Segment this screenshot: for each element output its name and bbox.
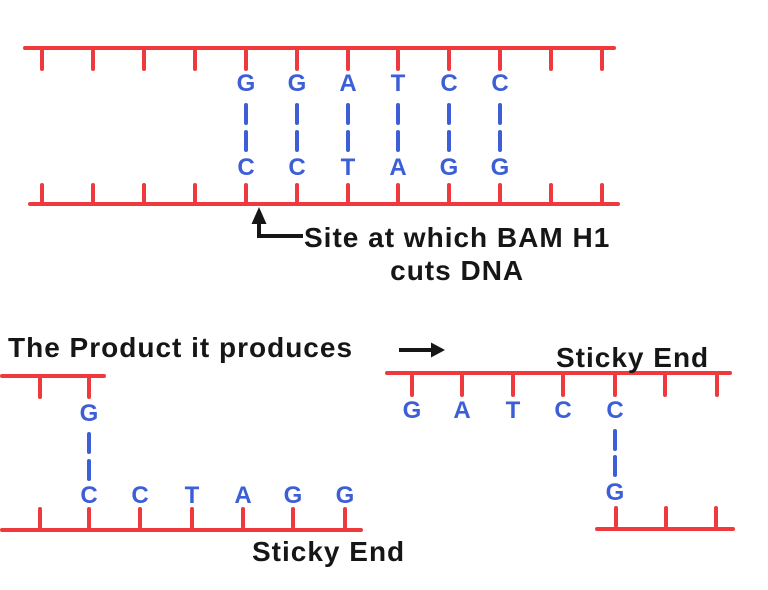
left-product-bottom-backbone-tick xyxy=(38,507,42,529)
base-letter: C xyxy=(440,70,458,97)
sticky-end-label-right: Sticky End xyxy=(556,342,710,373)
top-duplex-bottom-backbone-tick xyxy=(498,183,502,203)
hydrogen-bond-dash xyxy=(244,103,248,125)
base-letter: G xyxy=(79,400,99,427)
top-duplex-top-backbone-tick xyxy=(447,49,451,71)
right-product-bottom-backbone-tick xyxy=(664,506,668,528)
top-duplex-bottom-backbone-tick xyxy=(396,183,400,203)
base-letter: A xyxy=(339,70,357,97)
product-label: The Product it produces xyxy=(8,332,354,363)
top-duplex-bottom-backbone-tick xyxy=(91,183,95,203)
right-product-bottom-backbone xyxy=(595,527,735,531)
left-product-bottom-backbone-tick xyxy=(138,507,142,529)
base-letter: G xyxy=(236,70,256,97)
top-duplex-top-backbone-tick xyxy=(549,49,553,71)
left-product-top-backbone-tick xyxy=(87,377,91,399)
right-product-top-backbone-tick xyxy=(511,374,515,397)
hydrogen-bond-dash xyxy=(396,130,400,152)
top-duplex-bottom-backbone xyxy=(28,202,620,206)
right-product-top-backbone xyxy=(385,371,732,375)
base-letter: A xyxy=(389,154,407,181)
base-letter: G xyxy=(490,154,510,181)
cut-site-label: Site at which BAM H1 cuts DNA xyxy=(304,221,610,287)
cut-site-arrow xyxy=(251,207,303,238)
hydrogen-bond-dash xyxy=(498,103,502,125)
top-duplex-bottom-backbone-tick xyxy=(600,183,604,203)
base-letter: T xyxy=(340,154,356,181)
hydrogen-bond-dash xyxy=(447,103,451,125)
hydrogen-bond-dash xyxy=(295,103,299,125)
hydrogen-bond-dash xyxy=(613,455,617,477)
base-letter: G xyxy=(605,479,625,506)
left-product-bottom-backbone-tick xyxy=(241,507,245,529)
right-product-bottom-backbone-tick xyxy=(714,506,718,528)
top-duplex-bottom-backbone-tick xyxy=(295,183,299,203)
top-duplex-bottom-backbone-tick xyxy=(549,183,553,203)
top-duplex-top-backbone-tick xyxy=(498,49,502,71)
top-duplex-bottom-backbone-tick xyxy=(244,183,248,203)
hydrogen-bond-dash xyxy=(346,103,350,125)
left-product-bottom-backbone xyxy=(0,528,363,532)
base-letter: A xyxy=(234,482,252,509)
top-duplex-top-backbone-tick xyxy=(40,49,44,71)
hydrogen-bond-dash xyxy=(346,130,350,152)
base-letter: G xyxy=(402,397,422,424)
left-product-top-backbone-tick xyxy=(38,377,42,399)
right-product-top-backbone-tick xyxy=(561,374,565,397)
base-letter: G xyxy=(283,482,303,509)
hydrogen-bond-dash xyxy=(613,429,617,451)
left-product-bottom-backbone-tick xyxy=(343,507,347,529)
top-duplex-top-backbone-tick xyxy=(396,49,400,71)
hydrogen-bond-dash xyxy=(396,103,400,125)
top-duplex-bottom-backbone-tick xyxy=(447,183,451,203)
left-product-bottom-backbone-tick xyxy=(190,507,194,529)
base-letter: C xyxy=(237,154,255,181)
cut-site-label-line1: Site at which BAM H1 xyxy=(304,222,611,253)
hydrogen-bond-dash xyxy=(87,459,91,481)
top-duplex-bottom-backbone-tick xyxy=(40,183,44,203)
base-letter: A xyxy=(453,397,471,424)
hydrogen-bond-dash xyxy=(447,130,451,152)
base-letter: C xyxy=(288,154,306,181)
sticky-end-label-left: Sticky End xyxy=(252,536,406,567)
hydrogen-bond-dash xyxy=(498,130,502,152)
right-product-top-backbone-tick xyxy=(613,374,617,397)
cut-site-label-line2: cuts DNA xyxy=(390,255,525,287)
base-letter: G xyxy=(335,482,355,509)
top-duplex-top-backbone-tick xyxy=(295,49,299,71)
right-product-top-backbone-tick xyxy=(663,374,667,397)
top-duplex-top-backbone-tick xyxy=(600,49,604,71)
product-arrow xyxy=(399,342,445,358)
base-letter: T xyxy=(505,397,521,424)
right-product-top-backbone-tick xyxy=(460,374,464,397)
base-letter: C xyxy=(491,70,509,97)
base-letter: G xyxy=(439,154,459,181)
base-letter: T xyxy=(390,70,406,97)
top-duplex-top-backbone-tick xyxy=(142,49,146,71)
top-duplex-bottom-backbone-tick xyxy=(142,183,146,203)
base-letter: C xyxy=(80,482,98,509)
base-letter: C xyxy=(554,397,572,424)
base-letter: G xyxy=(287,70,307,97)
hydrogen-bond-dash xyxy=(87,432,91,454)
left-product-top-backbone xyxy=(0,374,106,378)
top-duplex-bottom-backbone-tick xyxy=(346,183,350,203)
top-duplex-top-backbone-tick xyxy=(346,49,350,71)
base-letter: T xyxy=(184,482,200,509)
left-product-bottom-backbone-tick xyxy=(291,507,295,529)
top-duplex-bottom-backbone-tick xyxy=(193,183,197,203)
right-product-bottom-backbone-tick xyxy=(614,506,618,528)
top-duplex-top-backbone-tick xyxy=(91,49,95,71)
hydrogen-bond-dash xyxy=(295,130,299,152)
top-duplex-top-backbone-tick xyxy=(193,49,197,71)
base-letter: C xyxy=(131,482,149,509)
right-product-top-backbone-tick xyxy=(715,374,719,397)
top-duplex-top-backbone-tick xyxy=(244,49,248,71)
hydrogen-bond-dash xyxy=(244,130,248,152)
base-letter: C xyxy=(606,397,624,424)
left-product-bottom-backbone-tick xyxy=(87,507,91,529)
top-duplex-top-backbone xyxy=(23,46,616,50)
right-product-top-backbone-tick xyxy=(410,374,414,397)
